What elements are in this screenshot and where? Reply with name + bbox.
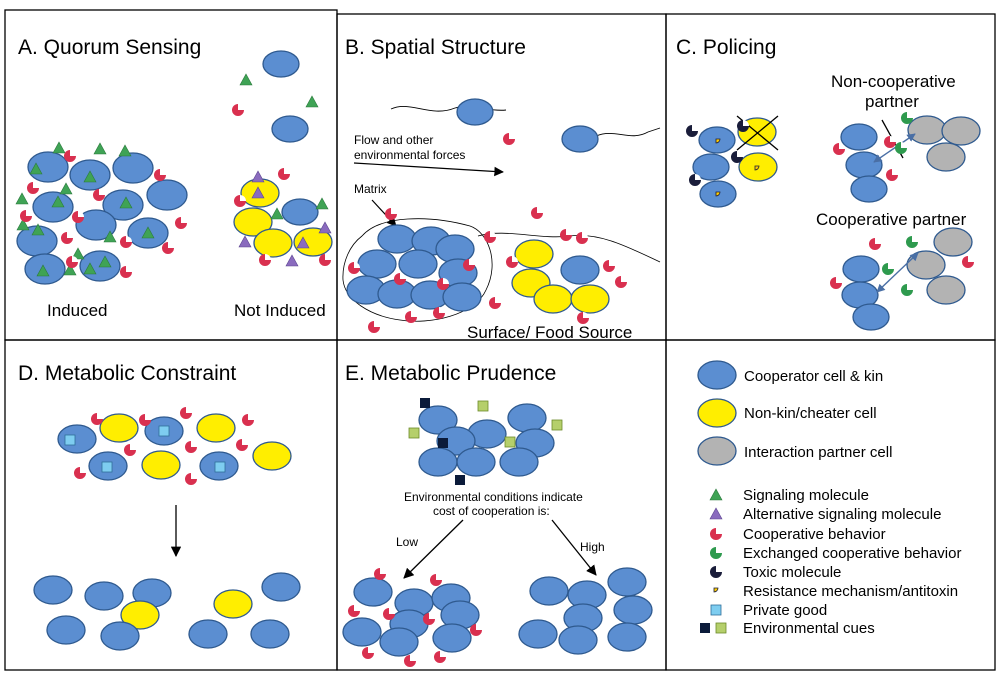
legend-coop-behavior-icon bbox=[710, 528, 722, 540]
high-label: High bbox=[580, 540, 605, 554]
legend-nonkin-swatch bbox=[697, 398, 737, 428]
panel-frames bbox=[4, 9, 996, 671]
legend-cooperator-label: Cooperator cell & kin bbox=[744, 368, 883, 385]
legend-resistance-icon bbox=[713, 587, 719, 593]
constraint-top-cells bbox=[57, 407, 292, 485]
noncoop-label-2: partner bbox=[865, 92, 919, 111]
legend-alt-signaling-label: Alternative signaling molecule bbox=[743, 506, 941, 523]
panel-d-title: D. Metabolic Constraint bbox=[18, 362, 236, 385]
low-cost-cells bbox=[342, 568, 482, 667]
coop-exchange-arrow bbox=[876, 252, 919, 293]
legend-alt-signaling-icon bbox=[709, 507, 723, 520]
coop-partner-label: Cooperative partner bbox=[816, 210, 967, 229]
legend-nonkin-label: Non-kin/cheater cell bbox=[744, 405, 877, 422]
legend-signaling-label: Signaling molecule bbox=[743, 487, 869, 504]
legend-exchanged-label: Exchanged cooperative behavior bbox=[743, 545, 961, 562]
noncoop-label-1: Non-cooperative bbox=[831, 72, 956, 91]
surface-cells bbox=[484, 207, 627, 324]
coop-group bbox=[830, 227, 974, 331]
panel-b-title: B. Spatial Structure bbox=[345, 36, 526, 59]
legend-private-good-label: Private good bbox=[743, 602, 827, 619]
noncoop-exchange-arrow bbox=[873, 133, 916, 163]
constraint-bottom-cells bbox=[33, 572, 301, 651]
high-arrow bbox=[551, 519, 597, 576]
legend-exchanged-icon bbox=[710, 547, 722, 559]
legend-env-cues-label: Environmental cues bbox=[743, 620, 875, 637]
panel-a: A. Quorum Sensing bbox=[15, 36, 333, 320]
legend-env-cue-dark-icon bbox=[700, 623, 710, 633]
flow-arrow bbox=[353, 162, 504, 177]
legend-coop-behavior-label: Cooperative behavior bbox=[743, 526, 886, 543]
flow-line-right bbox=[595, 127, 661, 137]
panel-c: C. Policing Non-cooperative partner bbox=[676, 36, 981, 331]
panel-a-title: A. Quorum Sensing bbox=[18, 36, 201, 59]
induced-label: Induced bbox=[47, 301, 108, 320]
matrix-cells bbox=[346, 208, 482, 333]
legend-resistance-label: Resistance mechanism/antitoxin bbox=[743, 583, 958, 600]
legend-partner-swatch bbox=[697, 436, 737, 466]
legend-partner-label: Interaction partner cell bbox=[744, 444, 892, 461]
legend-signaling-icon bbox=[709, 488, 723, 501]
panel-c-title: C. Policing bbox=[676, 36, 776, 59]
panel-legend-frame bbox=[665, 339, 996, 671]
condition-label-1: Environmental conditions indicate bbox=[404, 490, 583, 504]
flow-label-2: environmental forces bbox=[354, 148, 465, 162]
legend-toxic-label: Toxic molecule bbox=[743, 564, 841, 581]
panel-e: E. Metabolic Prudence Environmental cond… bbox=[342, 362, 653, 667]
panel-b: B. Spatial Structure Flow and other envi… bbox=[342, 36, 661, 342]
legend-cooperator-swatch bbox=[697, 360, 737, 390]
legend-toxic-icon bbox=[710, 566, 722, 578]
matrix-arrow bbox=[371, 199, 397, 227]
cross-line-2 bbox=[736, 115, 779, 151]
panel-d: D. Metabolic Constraint bbox=[18, 362, 301, 651]
high-cost-cells bbox=[518, 567, 653, 655]
low-label: Low bbox=[396, 535, 418, 549]
noncoop-group bbox=[833, 112, 981, 203]
panel-e-title: E. Metabolic Prudence bbox=[345, 362, 556, 385]
legend-private-good-icon bbox=[710, 604, 722, 616]
legend: Cooperator cell & kin Non-kin/cheater ce… bbox=[697, 360, 961, 637]
surface-label: Surface/ Food Source bbox=[467, 323, 632, 342]
prudence-top-cells bbox=[408, 398, 563, 485]
low-arrow bbox=[403, 519, 464, 579]
matrix-label: Matrix bbox=[354, 182, 387, 196]
flow-label-1: Flow and other bbox=[354, 133, 433, 147]
not-induced-label: Not Induced bbox=[234, 301, 326, 320]
condition-label-2: cost of cooperation is: bbox=[433, 504, 550, 518]
legend-env-cue-light-icon bbox=[715, 622, 727, 634]
not-induced-cluster bbox=[232, 50, 333, 267]
policing-cluster bbox=[686, 115, 779, 208]
